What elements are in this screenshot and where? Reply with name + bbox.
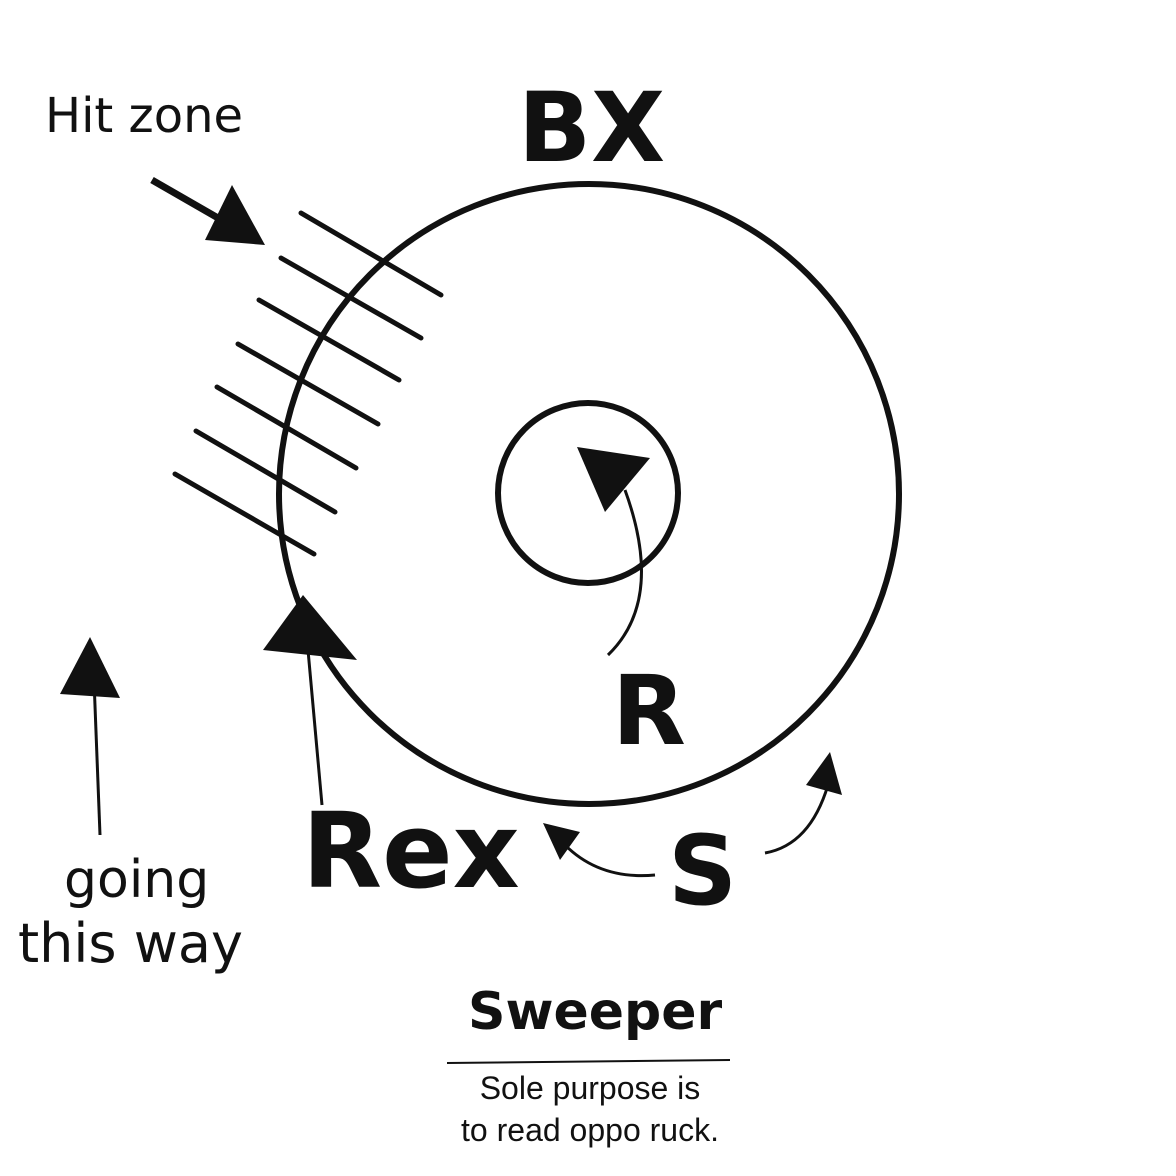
sweeper-description-line2: to read oppo ruck. — [461, 1112, 719, 1148]
sweeper-title: Sweeper — [468, 982, 723, 1042]
this-way-label: this way — [18, 912, 243, 975]
sweeper-right-arrow — [764, 752, 842, 855]
hit-zone-arrow — [150, 176, 265, 245]
ruck-arrow — [577, 447, 650, 657]
bx-label: BX — [518, 72, 666, 184]
rex-label: Rex — [302, 790, 520, 912]
inner-circle — [495, 400, 681, 586]
hit-zone-label: Hit zone — [45, 88, 244, 144]
r-label: R — [612, 655, 686, 767]
s-label: S — [668, 815, 738, 927]
sweeper-description-line1: Sole purpose is — [479, 1070, 701, 1106]
outer-circle — [276, 181, 902, 807]
going-this-way-arrow — [60, 637, 120, 836]
going-label: going — [64, 850, 210, 910]
rex-arrow — [263, 595, 357, 806]
sweeper-divider — [446, 1059, 731, 1064]
sweeper-left-arrow — [543, 823, 656, 878]
hit-zone-hatching — [172, 210, 444, 557]
